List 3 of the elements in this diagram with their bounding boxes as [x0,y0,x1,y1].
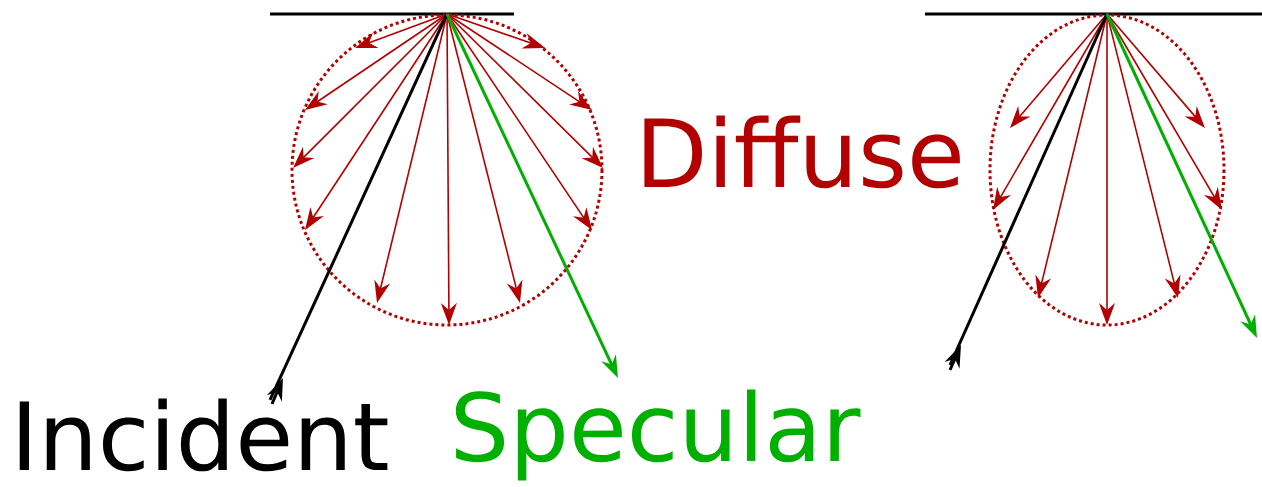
label-text: Diffuse [644,115,960,189]
label-text: Specular [455,389,861,481]
label-text: Incident [19,398,388,472]
